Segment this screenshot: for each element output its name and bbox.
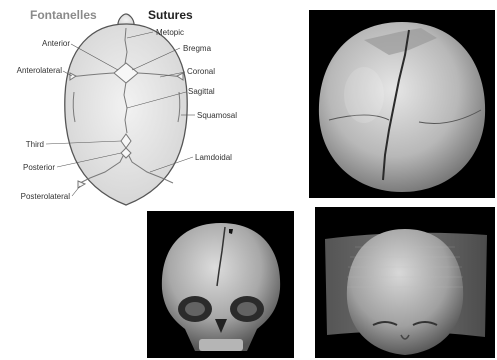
fontanelles-header: Fontanelles (30, 8, 97, 22)
label-posterolateral: Posterolateral (21, 192, 71, 201)
label-anterior: Anterior (42, 39, 70, 48)
label-posterior: Posterior (23, 163, 55, 172)
sutures-header: Sutures (148, 8, 193, 22)
label-squamosal: Squamosal (197, 111, 237, 120)
label-sagittal: Sagittal (188, 87, 215, 96)
label-lamdoidal: Lamdoidal (195, 153, 232, 162)
label-metopic: Metopic (156, 28, 184, 37)
label-anterolateral: Anterolateral (17, 66, 63, 75)
ct-head-surface-view (315, 207, 495, 358)
skull-diagram: Fontanelles Sutures (0, 0, 300, 215)
ct-skull-front-view (147, 211, 294, 358)
posterolateral-leader (72, 186, 80, 196)
label-coronal: Coronal (187, 67, 215, 76)
label-third: Third (26, 140, 44, 149)
ct-skull-top-view (309, 10, 495, 198)
label-bregma: Bregma (183, 44, 212, 53)
